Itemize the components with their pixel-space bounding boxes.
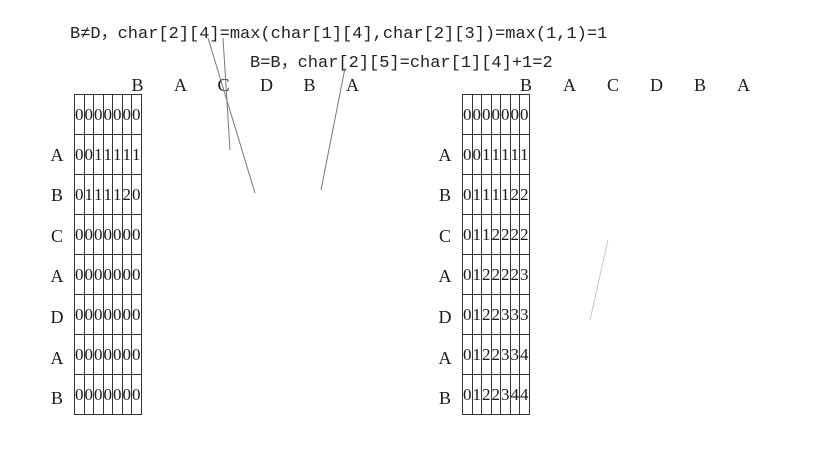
arrow-line-1 <box>207 37 256 194</box>
row-header: D <box>50 307 64 327</box>
row-header: B <box>438 388 451 409</box>
row-header: C <box>50 225 63 246</box>
arrow-line-4 <box>589 239 609 321</box>
col-header: A <box>563 75 576 95</box>
col-header: A <box>174 75 187 95</box>
col-header: C <box>606 75 619 95</box>
row-header: A <box>50 144 64 165</box>
col-header: A <box>737 75 750 95</box>
row-header: A <box>50 266 64 287</box>
arrow-line-2 <box>222 37 231 151</box>
row-header: A <box>438 266 452 287</box>
row-header: A <box>438 144 452 165</box>
col-header: B <box>131 75 144 95</box>
annotation-line-2: B=B，char[2][5]=char[1][4]+1=2 <box>250 54 553 73</box>
table-cell: 0 <box>131 374 142 415</box>
row-header: A <box>50 347 64 368</box>
row-header: D <box>438 307 452 327</box>
row-header: B <box>438 185 451 206</box>
row-header: B <box>50 185 63 206</box>
col-header: A <box>346 75 359 95</box>
arrow-line-3 <box>320 67 346 191</box>
col-header: D <box>650 75 663 95</box>
col-header: B <box>693 75 706 95</box>
annotation-line-1: B≠D，char[2][4]=max(char[1][4],char[2][3]… <box>70 25 608 44</box>
row-header: B <box>50 388 63 409</box>
col-header: B <box>519 75 532 95</box>
row-header: C <box>438 225 451 246</box>
col-header: B <box>303 75 316 95</box>
row-header: A <box>438 347 452 368</box>
col-header: D <box>260 75 273 95</box>
table-cell: 4 <box>519 374 530 415</box>
